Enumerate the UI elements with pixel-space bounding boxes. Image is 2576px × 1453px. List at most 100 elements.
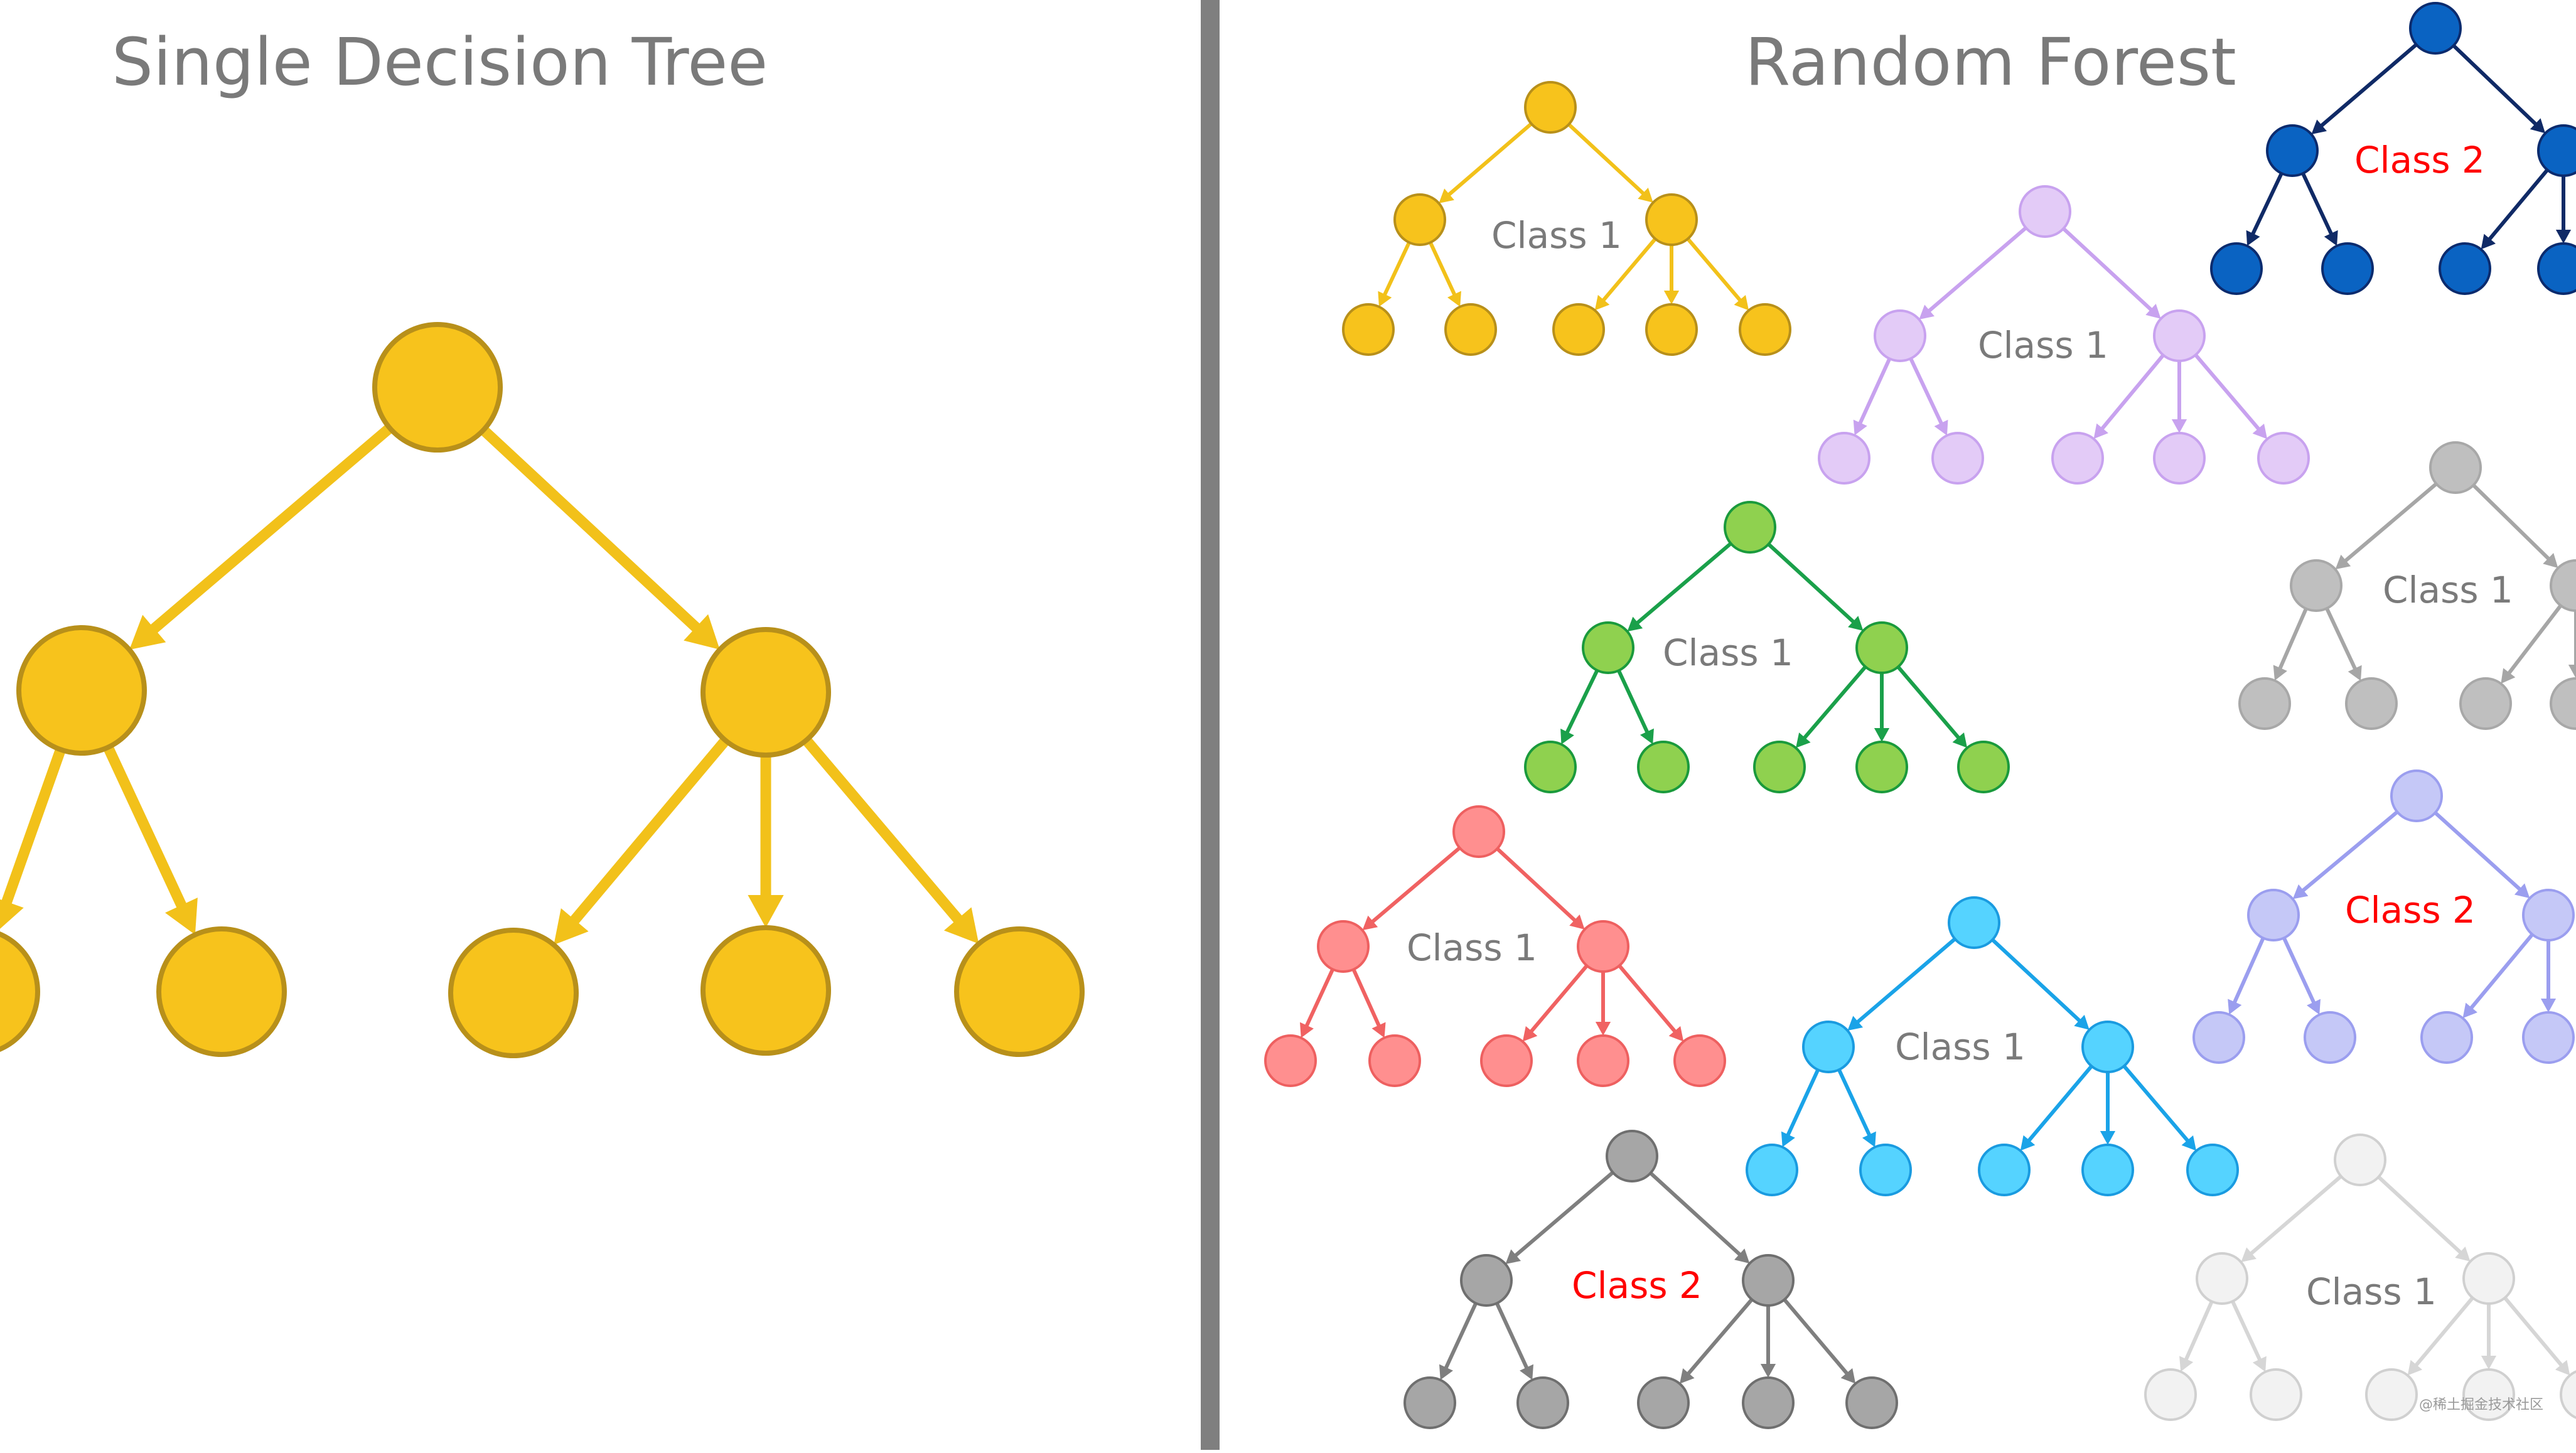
edge-mid-2-to-leaf-3-arrowhead <box>1840 1368 1856 1384</box>
mid-node-1 <box>16 625 147 756</box>
leaf-node-1-2 <box>1516 1376 1569 1429</box>
edge-root-to-mid-2 <box>1648 1171 1742 1257</box>
root-node <box>2019 185 2071 238</box>
mid-node-1 <box>1317 920 1370 973</box>
edge-mid-2-to-leaf-3 <box>801 734 963 925</box>
mid-node-1 <box>1874 309 1926 362</box>
edge-root-to-mid-2-arrowhead <box>2530 118 2546 134</box>
edge-mid-1-to-leaf-2 <box>1495 1301 1529 1370</box>
edge-mid-2-to-leaf-1 <box>1803 665 1867 739</box>
leaf-node-2-1 <box>1753 741 1806 793</box>
leaf-node-2-3 <box>2560 1370 2576 1419</box>
edge-root-to-mid-2-arrowhead <box>2514 883 2530 899</box>
edge-mid-2-to-leaf-1 <box>1687 1297 1754 1375</box>
mid-node-1 <box>2266 124 2319 177</box>
edge-root-to-mid-2 <box>2433 810 2522 891</box>
edge-mid-2-to-leaf-3-arrowhead <box>2555 1359 2570 1376</box>
edge-mid-2-to-leaf-1-arrowhead <box>1796 732 1811 748</box>
edge-root-to-mid-2 <box>2471 483 2550 560</box>
mid-node-1 <box>1582 621 1634 674</box>
edge-root-to-mid-1-arrowhead <box>2241 1247 2257 1262</box>
leaf-node-2-1 <box>1637 1376 1690 1429</box>
class-label: Class 1 <box>1491 214 1622 257</box>
class-label: Class 2 <box>2354 139 2485 181</box>
edge-mid-2-to-leaf-2-arrowhead <box>2481 1356 2497 1370</box>
edge-root-to-mid-2 <box>1990 938 2081 1022</box>
edge-mid-2-to-leaf-1-arrowhead <box>2020 1135 2036 1151</box>
edge-mid-2-to-leaf-2-arrowhead <box>1874 728 1890 742</box>
edge-mid-1-to-leaf-1-arrowhead <box>2273 665 2287 681</box>
edge-mid-1-to-leaf-1-arrowhead <box>1853 419 1867 436</box>
class-label: Class 1 <box>1895 1026 2026 1068</box>
edge-root-to-mid-1-arrowhead <box>2292 884 2309 899</box>
mid-node-2 <box>700 627 831 758</box>
edge-mid-1-to-leaf-1-arrowhead <box>1299 1022 1314 1038</box>
edge-mid-1-to-leaf-1-arrowhead <box>2179 1356 2194 1372</box>
leaf-node-2-2 <box>2522 1011 2575 1064</box>
class-label: Class 2 <box>2345 889 2476 931</box>
edge-mid-2-to-leaf-1-arrowhead <box>2407 1359 2423 1376</box>
edge-mid-1-to-leaf-1 <box>2278 606 2309 670</box>
edge-root-to-mid-1 <box>1928 226 2028 313</box>
edge-root-to-mid-2 <box>2061 227 2153 311</box>
edge-root-to-mid-1-arrowhead <box>2335 554 2351 570</box>
edge-root-to-mid-1 <box>2301 810 2400 893</box>
edge-root-to-mid-2 <box>1766 542 1855 624</box>
leaf-node-2-3 <box>1673 1034 1726 1087</box>
leaf-node-2-2 <box>1742 1376 1795 1429</box>
tree-lavender: Class 1 <box>1818 185 2310 485</box>
leaf-node-1-1 <box>1264 1034 1317 1087</box>
class-label: Class 1 <box>2306 1270 2437 1313</box>
root-node <box>2334 1134 2386 1186</box>
leaf-node-2-2 <box>1645 303 1698 356</box>
edge-mid-1-to-leaf-1-arrowhead <box>0 899 24 929</box>
edge-root-to-mid-2-arrowhead <box>2455 1247 2471 1262</box>
edge-mid-2-to-leaf-3-arrowhead <box>1668 1026 1684 1042</box>
edge-mid-1-to-leaf-1-arrowhead <box>1781 1131 1795 1147</box>
edge-mid-2-to-leaf-1 <box>569 735 731 926</box>
leaf-node-2-3 <box>2186 1144 2239 1196</box>
tree-pink: Class 1 <box>1264 805 1726 1087</box>
leaf-node-2-1 <box>448 928 579 1058</box>
leaf-node-1-2 <box>1444 303 1497 356</box>
edge-mid-2-to-leaf-2-arrowhead <box>2171 419 2187 433</box>
leaf-node-2-2 <box>2153 432 2206 485</box>
edge-mid-1-to-leaf-2 <box>2230 1299 2262 1361</box>
leaf-node-2-3 <box>1845 1376 1898 1429</box>
leaf-node-2-3 <box>954 926 1085 1057</box>
root-node <box>2409 2 2462 55</box>
edge-mid-2-to-leaf-1-arrowhead <box>2093 423 2108 439</box>
leaf-node-2-1 <box>2439 242 2491 295</box>
edge-mid-1-to-leaf-1-arrowhead <box>1560 728 1574 744</box>
edge-mid-1-to-leaf-1 <box>1304 967 1335 1027</box>
leaf-node-2-2 <box>1855 741 1908 793</box>
edge-root-to-mid-1 <box>1371 845 1462 923</box>
root-node <box>372 322 503 453</box>
edge-mid-2-to-leaf-3 <box>2503 1295 2563 1367</box>
leaf-node-2-1 <box>2420 1011 2473 1064</box>
edge-mid-2-to-leaf-2-arrowhead <box>2100 1131 2116 1145</box>
edge-mid-1-to-leaf-1 <box>2251 171 2284 235</box>
leaf-node-1-1 <box>1524 741 1577 793</box>
edge-mid-1-to-leaf-2-arrowhead <box>1862 1131 1876 1147</box>
edge-root-to-mid-1 <box>1447 122 1533 196</box>
edge-mid-2-to-leaf-1 <box>1602 237 1658 302</box>
leaf-node-2-2 <box>2081 1144 2134 1196</box>
mid-node-1 <box>2290 559 2343 612</box>
edge-mid-2-to-leaf-2-arrowhead <box>1663 291 1680 304</box>
edge-mid-2-to-leaf-1-arrowhead <box>1680 1368 1695 1384</box>
edge-root-to-mid-2 <box>1567 122 1645 195</box>
edge-root-to-mid-2-arrowhead <box>1734 1248 1750 1264</box>
edge-mid-1-to-leaf-2-arrowhead <box>1934 419 1948 436</box>
mid-node-2 <box>2081 1021 2134 1073</box>
edge-root-to-mid-1 <box>1514 1170 1615 1257</box>
edge-mid-2-to-leaf-3-arrowhead <box>943 907 979 944</box>
class-label: Class 1 <box>1407 926 1537 969</box>
edge-mid-1-to-leaf-2 <box>2324 606 2357 670</box>
edge-mid-1-to-leaf-1 <box>1786 1068 1820 1137</box>
edge-mid-1-to-leaf-2-arrowhead <box>2307 999 2321 1015</box>
edge-mid-1-to-leaf-1 <box>2184 1299 2214 1361</box>
edge-mid-2-to-leaf-1 <box>2507 603 2563 675</box>
edge-root-to-mid-2 <box>478 424 702 633</box>
mid-node-1 <box>2196 1252 2248 1305</box>
